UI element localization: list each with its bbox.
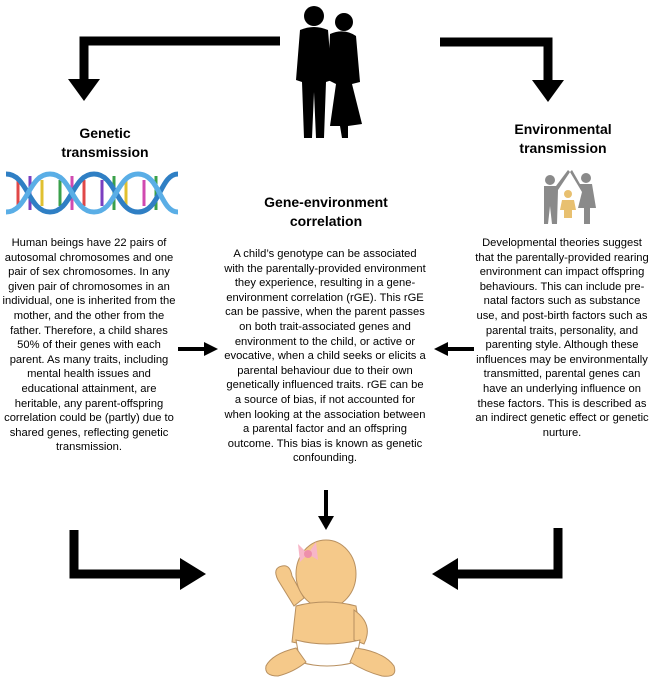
environmental-transmission-text: Developmental theories suggest that the … <box>475 237 649 439</box>
arrow-to-environmental <box>440 37 564 102</box>
arrow-environmental-to-child <box>432 528 563 590</box>
gene-environment-correlation-heading: Gene-environment correlation <box>264 194 388 229</box>
parents-silhouette-icon <box>296 6 362 138</box>
baby-icon <box>265 539 396 677</box>
family-rearing-icon <box>544 170 596 224</box>
arrow-environmental-to-correlation <box>434 342 474 356</box>
arrow-genetic-to-child <box>69 530 206 590</box>
arrow-to-genetic <box>68 36 280 101</box>
genetic-transmission-heading: Genetic transmission <box>61 125 149 160</box>
arrow-genetic-to-correlation <box>178 342 218 356</box>
gene-environment-correlation-text: A child’s genotype can be associated wit… <box>224 248 426 465</box>
dna-helix-icon <box>5 171 179 215</box>
genetic-transmission-text: Human beings have 22 pairs of autosomal … <box>2 237 176 454</box>
environmental-transmission-heading: Environmental transmission <box>514 121 612 156</box>
arrow-correlation-to-child <box>318 490 334 530</box>
